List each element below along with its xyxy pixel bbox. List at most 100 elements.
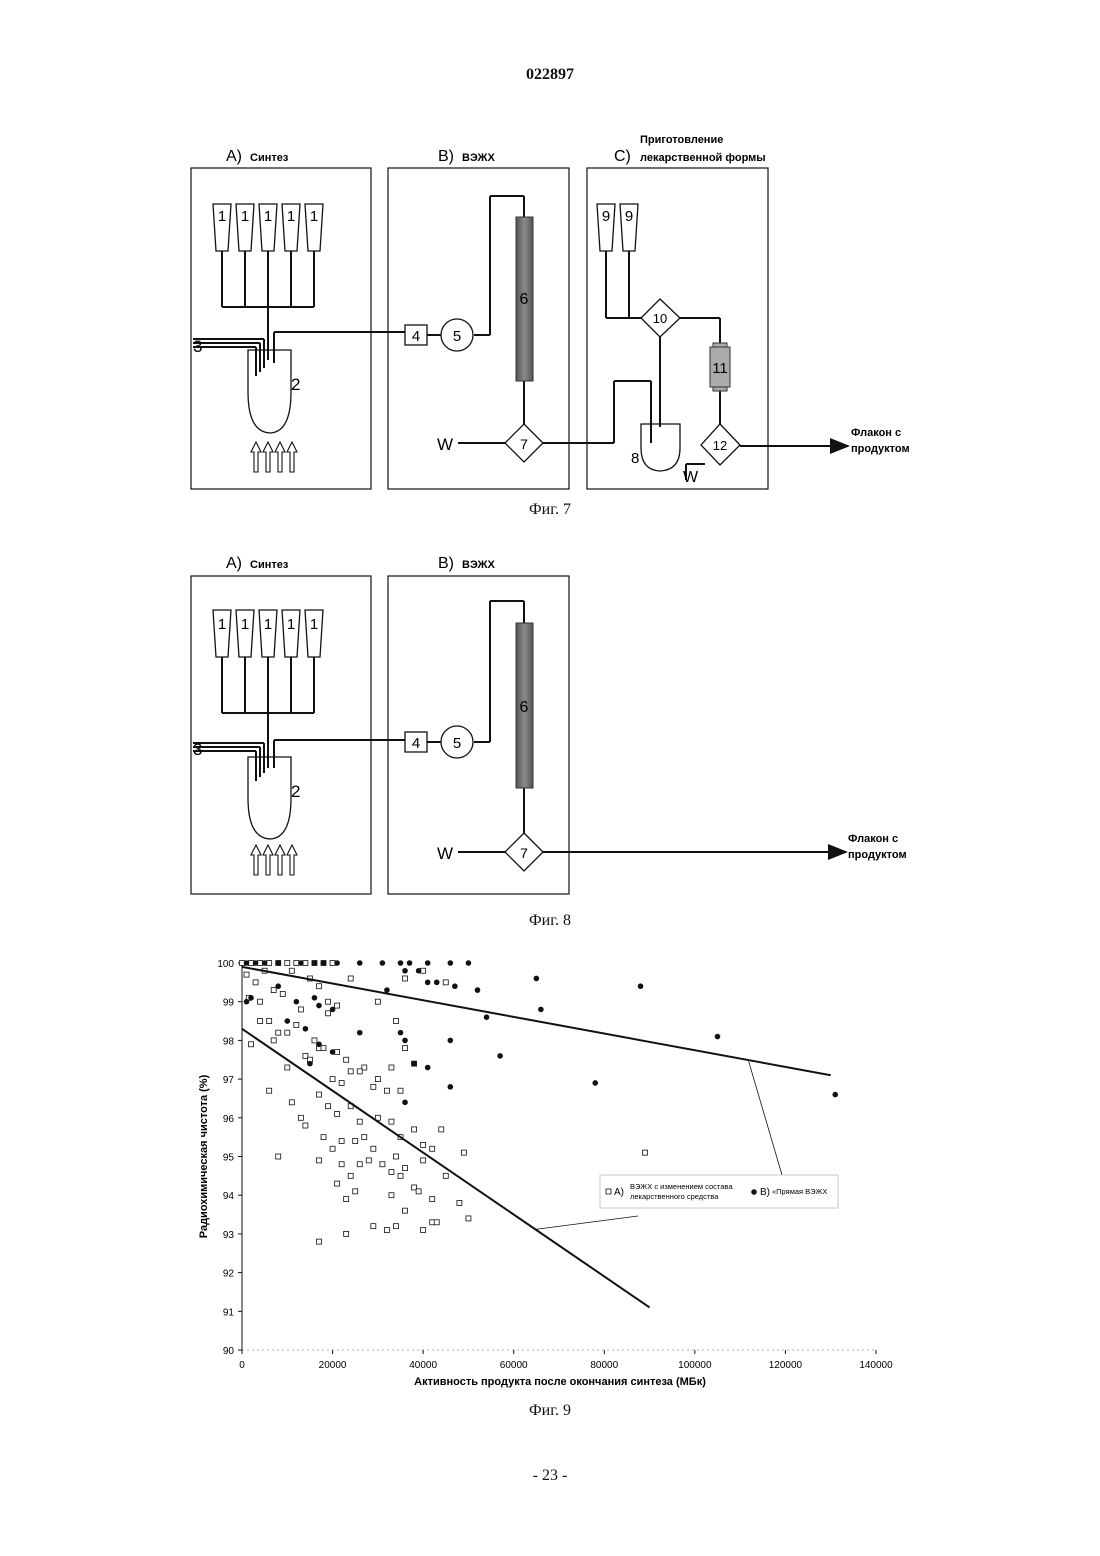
data-point-series-a xyxy=(321,1046,326,1051)
data-point-series-a xyxy=(366,1158,371,1163)
data-point-series-a xyxy=(434,1220,439,1225)
data-point-series-a xyxy=(384,1228,389,1233)
outlet-label-line2: продуктом xyxy=(848,849,907,861)
x-axis-label: Активность продукта после окончания синт… xyxy=(414,1376,706,1388)
panel-b-title: B) ВЭЖХ xyxy=(438,555,495,572)
data-point-series-a xyxy=(389,1119,394,1124)
data-point-series-b xyxy=(425,960,431,966)
cartridge-cap-top xyxy=(713,343,727,347)
data-point-series-b xyxy=(334,960,340,966)
data-point-series-a xyxy=(267,1019,272,1024)
data-point-series-b xyxy=(298,960,304,966)
legend-leader-b xyxy=(748,1060,782,1175)
svg-text:ВЭЖХ: ВЭЖХ xyxy=(462,559,495,571)
svg-text:лекарственной формы: лекарственной формы xyxy=(640,152,766,164)
data-point-series-b xyxy=(330,1007,336,1013)
chart-legend: A) ВЭЖХ с изменением состава лекарственн… xyxy=(600,1175,838,1208)
label-6: 6 xyxy=(520,699,529,716)
reactor-vessel xyxy=(248,757,291,839)
heating-arrows xyxy=(251,845,297,875)
data-point-series-a xyxy=(326,1104,331,1109)
y-tick-label: 92 xyxy=(223,1269,235,1280)
data-point-series-a xyxy=(298,1007,303,1012)
label-4: 4 xyxy=(412,328,420,345)
data-point-series-b xyxy=(275,983,281,989)
data-point-series-a xyxy=(321,1135,326,1140)
data-point-series-b xyxy=(484,1014,490,1020)
data-point-series-a xyxy=(466,1216,471,1221)
data-point-series-a xyxy=(348,1173,353,1178)
data-point-series-b xyxy=(434,980,440,986)
data-point-series-a xyxy=(421,1158,426,1163)
label-11: 11 xyxy=(712,360,728,377)
data-point-series-a xyxy=(344,1197,349,1202)
x-tick-label: 120000 xyxy=(769,1360,803,1371)
data-point-series-a xyxy=(403,976,408,981)
data-point-series-a xyxy=(339,1080,344,1085)
svg-text:1: 1 xyxy=(264,616,272,633)
data-point-series-a xyxy=(380,1162,385,1167)
data-point-series-b xyxy=(384,987,390,993)
data-point-series-b xyxy=(402,1038,408,1044)
data-point-series-b xyxy=(538,1007,544,1013)
data-point-series-a xyxy=(389,1169,394,1174)
data-point-series-a xyxy=(443,1173,448,1178)
legend-marker-a xyxy=(606,1189,611,1194)
data-point-series-a xyxy=(421,1142,426,1147)
x-tick-label: 60000 xyxy=(500,1360,528,1371)
data-point-series-a xyxy=(316,1239,321,1244)
heating-arrows xyxy=(251,442,297,472)
data-point-series-a xyxy=(276,1154,281,1159)
data-point-series-b xyxy=(316,1003,322,1009)
data-point-series-a xyxy=(439,1127,444,1132)
data-point-series-a xyxy=(403,1166,408,1171)
figure-9-caption: Фиг. 9 xyxy=(0,1402,1100,1420)
data-point-series-b xyxy=(402,1100,408,1106)
data-point-series-b xyxy=(248,995,254,1001)
panel-c-title: Приготовление C) лекарственной формы xyxy=(614,134,766,165)
chart-axes: 9091929394959697989910002000040000600008… xyxy=(217,959,893,1371)
figure-7-caption: Фиг. 7 xyxy=(0,501,1100,519)
panel-b-title: B) ВЭЖХ xyxy=(438,148,495,165)
y-axis-label: Радиохимическая чистота (%) xyxy=(198,1074,210,1238)
data-point-series-b xyxy=(357,1030,363,1036)
data-point-series-a xyxy=(353,1139,358,1144)
reagent-vial-labels: 1 1 1 1 1 xyxy=(218,208,318,225)
data-point-series-a xyxy=(353,1189,358,1194)
x-tick-label: 20000 xyxy=(319,1360,347,1371)
data-point-series-b xyxy=(425,980,431,986)
data-point-series-a xyxy=(326,1011,331,1016)
legend-leader-a xyxy=(535,1216,638,1229)
svg-text:Синтез: Синтез xyxy=(250,152,289,164)
label-gas-lines: 3 xyxy=(193,740,202,759)
data-point-series-a xyxy=(258,1019,263,1024)
data-point-series-a xyxy=(312,1038,317,1043)
data-point-series-a xyxy=(398,1088,403,1093)
data-point-series-a xyxy=(403,1208,408,1213)
data-point-series-a xyxy=(371,1084,376,1089)
data-point-series-a xyxy=(330,1146,335,1151)
svg-text:A): A) xyxy=(226,555,242,572)
data-point-series-a xyxy=(271,1038,276,1043)
y-tick-label: 95 xyxy=(223,1153,235,1164)
reagent-vial-labels: 1 1 1 1 1 xyxy=(218,616,318,633)
svg-text:B): B) xyxy=(438,555,454,572)
cartridge-cap-bottom xyxy=(713,387,727,391)
y-tick-label: 100 xyxy=(217,959,234,970)
chart-marks xyxy=(240,960,839,1307)
label-10: 10 xyxy=(653,311,667,326)
svg-text:B): B) xyxy=(438,148,454,165)
data-point-series-b xyxy=(448,960,454,966)
data-point-series-b xyxy=(330,1049,336,1055)
svg-text:1: 1 xyxy=(218,208,226,225)
label-4: 4 xyxy=(412,735,420,752)
svg-text:Приготовление: Приготовление xyxy=(640,134,723,146)
svg-text:1: 1 xyxy=(264,208,272,225)
data-point-series-a xyxy=(339,1162,344,1167)
data-point-series-b xyxy=(466,960,472,966)
data-point-series-a xyxy=(316,1158,321,1163)
svg-text:1: 1 xyxy=(241,208,249,225)
data-point-series-a xyxy=(430,1146,435,1151)
data-point-series-b xyxy=(321,960,327,966)
label-reactor: 2 xyxy=(291,375,300,394)
